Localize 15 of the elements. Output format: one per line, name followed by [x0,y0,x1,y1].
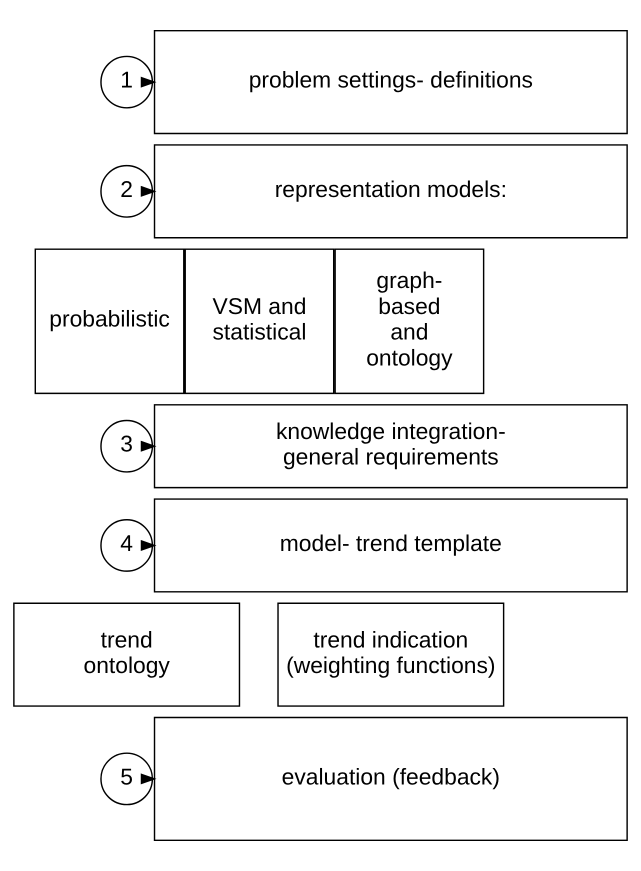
node-box: trend ontology [13,602,240,707]
arrow [140,440,156,452]
node-box: model- trend template [154,498,628,593]
arrow [140,540,156,551]
node-box: probabilistic [34,248,184,394]
arrow [140,186,156,197]
arrow [140,773,156,784]
node-box: representation models: [154,144,628,238]
node-box: trend indication (weighting functions) [277,602,504,707]
node-box: evaluation (feedback) [154,716,628,841]
node-box: graph- based and ontology [334,248,484,394]
arrow [140,76,156,88]
node-box: VSM and statistical [184,248,334,394]
node-box: knowledge integration- general requirements [154,404,628,488]
node-box: problem settings- definitions [154,30,628,134]
